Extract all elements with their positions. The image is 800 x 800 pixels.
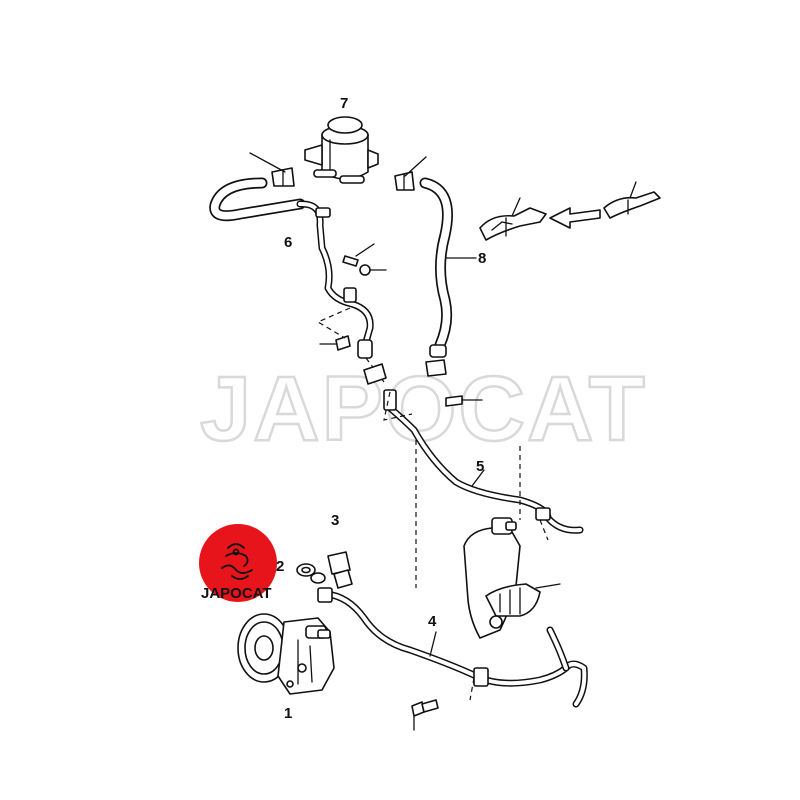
leader-line [404, 156, 427, 177]
watermark-text: JAPOCAT [200, 358, 647, 460]
hose-clip-assembly[interactable] [479, 207, 547, 241]
callout-label: 7 [340, 95, 348, 112]
gasket[interactable] [310, 572, 326, 584]
pressure-pipe-part-5[interactable] [383, 389, 584, 534]
return-pipe-part-6[interactable] [209, 177, 374, 359]
power-steering-pump-part-1[interactable] [237, 613, 335, 695]
dashed-guide [469, 677, 475, 701]
callout-label: 1 [284, 705, 292, 722]
leader-line [355, 243, 375, 257]
bolt[interactable] [335, 335, 351, 351]
gasket-part-2[interactable] [296, 563, 316, 577]
hose-clip-assembly[interactable] [603, 191, 661, 219]
callout-label: 5 [476, 458, 484, 475]
leader-line [629, 181, 637, 199]
logo-circle [199, 524, 277, 602]
leader-line [511, 197, 521, 217]
hose-clamp-left[interactable] [271, 167, 295, 187]
steering-gear-assembly[interactable] [463, 517, 541, 639]
callout-label: 3 [331, 512, 339, 529]
hose-clamp[interactable] [363, 363, 387, 385]
reservoir-part-7[interactable] [304, 116, 379, 184]
bolt[interactable] [445, 395, 463, 407]
hose-clamp-right[interactable] [394, 171, 415, 191]
leader-line [249, 152, 286, 173]
leader-line [471, 469, 485, 487]
dashed-guide [539, 519, 549, 541]
pressure-hose-part-4[interactable] [317, 587, 588, 708]
arrow-icon [549, 207, 601, 229]
bolt[interactable] [342, 255, 359, 267]
callout-label: 2 [276, 558, 284, 575]
logo-text: JAPOCAT [201, 585, 272, 602]
suction-hose-part-8[interactable] [419, 177, 453, 358]
dashed-guide [316, 307, 351, 339]
callout-label: 4 [428, 613, 437, 630]
logo-emblem-icon [221, 543, 253, 580]
callout-label: 6 [284, 234, 292, 251]
callout-label: 8 [478, 250, 486, 267]
dashed-guide [383, 391, 413, 421]
leader-line [535, 583, 561, 589]
dashed-guide [365, 357, 385, 383]
hose-clamp[interactable] [425, 359, 447, 377]
leader-line [429, 631, 437, 657]
bolt[interactable] [359, 264, 371, 276]
japocat-logo: JAPOCAT [199, 524, 277, 602]
bolt[interactable] [411, 699, 439, 717]
union-bolt-part-3[interactable] [327, 551, 353, 589]
